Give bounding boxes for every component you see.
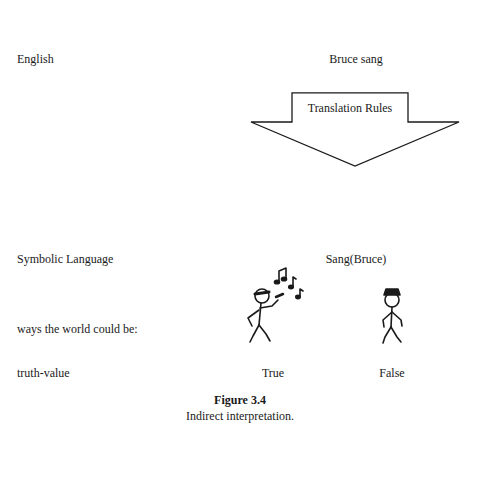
truth-value: True	[262, 366, 284, 380]
level-label: English	[17, 52, 54, 66]
symbolic-formula: Sang(Bruce)	[326, 252, 387, 266]
singing-figure	[248, 289, 283, 342]
level-label: ways the world could be:	[17, 322, 138, 336]
level-label: Symbolic Language	[17, 252, 113, 266]
block-arrow-shape	[251, 93, 459, 166]
level-label: truth-value	[17, 366, 70, 380]
silent-figure	[383, 289, 402, 343]
node-text: Translation Rules	[292, 101, 408, 115]
translation-block-arrow: Translation Rules	[250, 92, 460, 167]
truth-value: False	[379, 366, 404, 380]
figure-caption: Indirect interpretation.	[186, 409, 294, 423]
figure-number: Figure 3.4	[214, 393, 266, 407]
english-sentence: Bruce sang	[329, 52, 383, 66]
music-notes	[275, 268, 304, 299]
